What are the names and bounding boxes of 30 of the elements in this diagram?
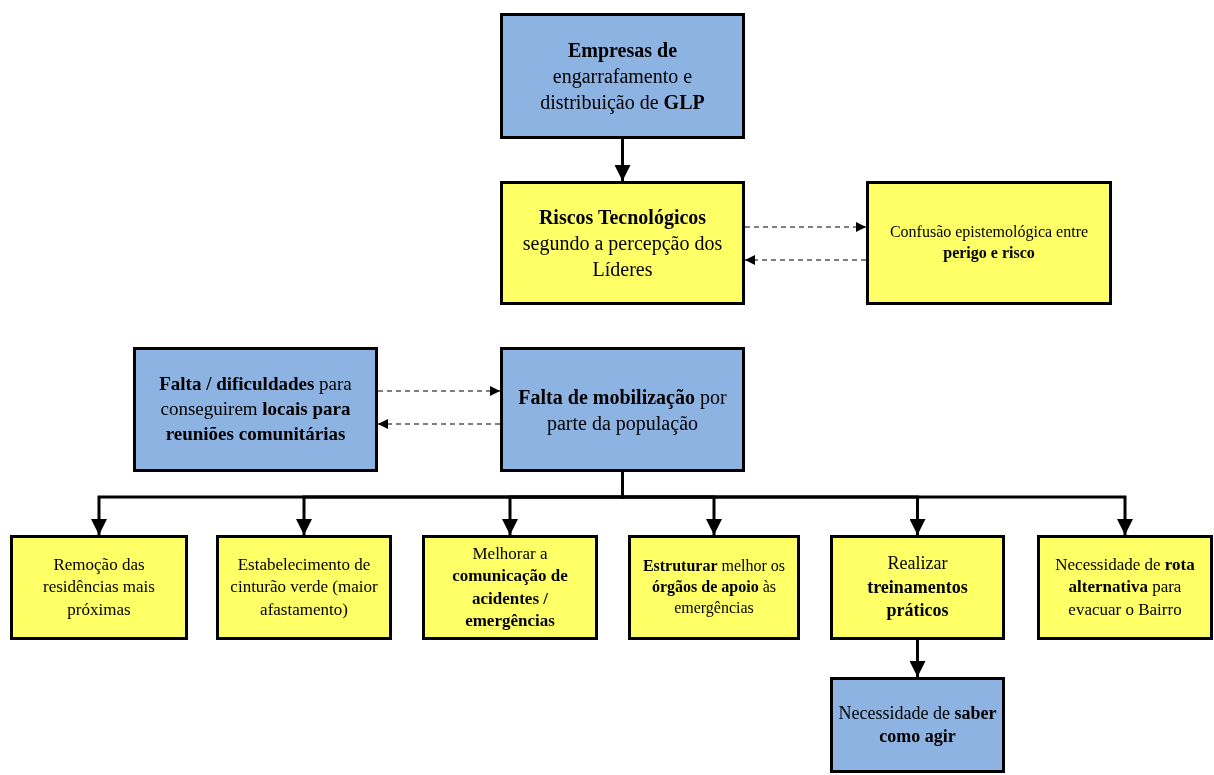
process-box xyxy=(216,535,392,640)
box-text: Melhorar a comunicação de acidentes / emergências xyxy=(451,543,569,632)
arrow xyxy=(377,386,501,396)
box-text: Necessidade de rota alternativa para evacuar o Bairro xyxy=(1054,554,1196,621)
box-text: Necessidade de saber como agir xyxy=(837,701,998,748)
arrow xyxy=(377,419,501,429)
box-text: Estabelecimento de cinturão verde (maior afastamento) xyxy=(229,554,379,621)
box-text: Empresas de engarrafamento e distribuição de GLP xyxy=(539,38,706,115)
process-box xyxy=(10,535,188,640)
box-text: Riscos Tecnológicos segundo a percepção dos Líderes xyxy=(521,205,724,282)
process-box xyxy=(830,677,1005,773)
process-box xyxy=(133,347,378,472)
box-text: Estruturar melhor os órgãos de apoio às emergências xyxy=(641,556,787,619)
process-box xyxy=(628,535,800,640)
box-text: Remoção das residências mais próximas xyxy=(42,554,156,621)
process-box xyxy=(830,535,1005,640)
process-box xyxy=(422,535,598,640)
box-text: Realizar treinamentos práticos xyxy=(866,552,969,623)
process-box xyxy=(1037,535,1213,640)
process-box xyxy=(500,181,745,305)
box-text: Confusão epistemológica entre perigo e risco xyxy=(888,222,1090,264)
process-box xyxy=(500,347,745,472)
arrow xyxy=(744,255,867,265)
box-text: Falta de mobilização por parte da população xyxy=(517,384,728,436)
arrow xyxy=(614,139,631,181)
box-text: Falta / dificuldades para conseguirem locais para reuniões comunitárias xyxy=(158,372,353,446)
process-box xyxy=(500,13,745,139)
process-box xyxy=(866,181,1112,305)
arrow xyxy=(744,222,867,232)
arrow xyxy=(909,640,926,677)
